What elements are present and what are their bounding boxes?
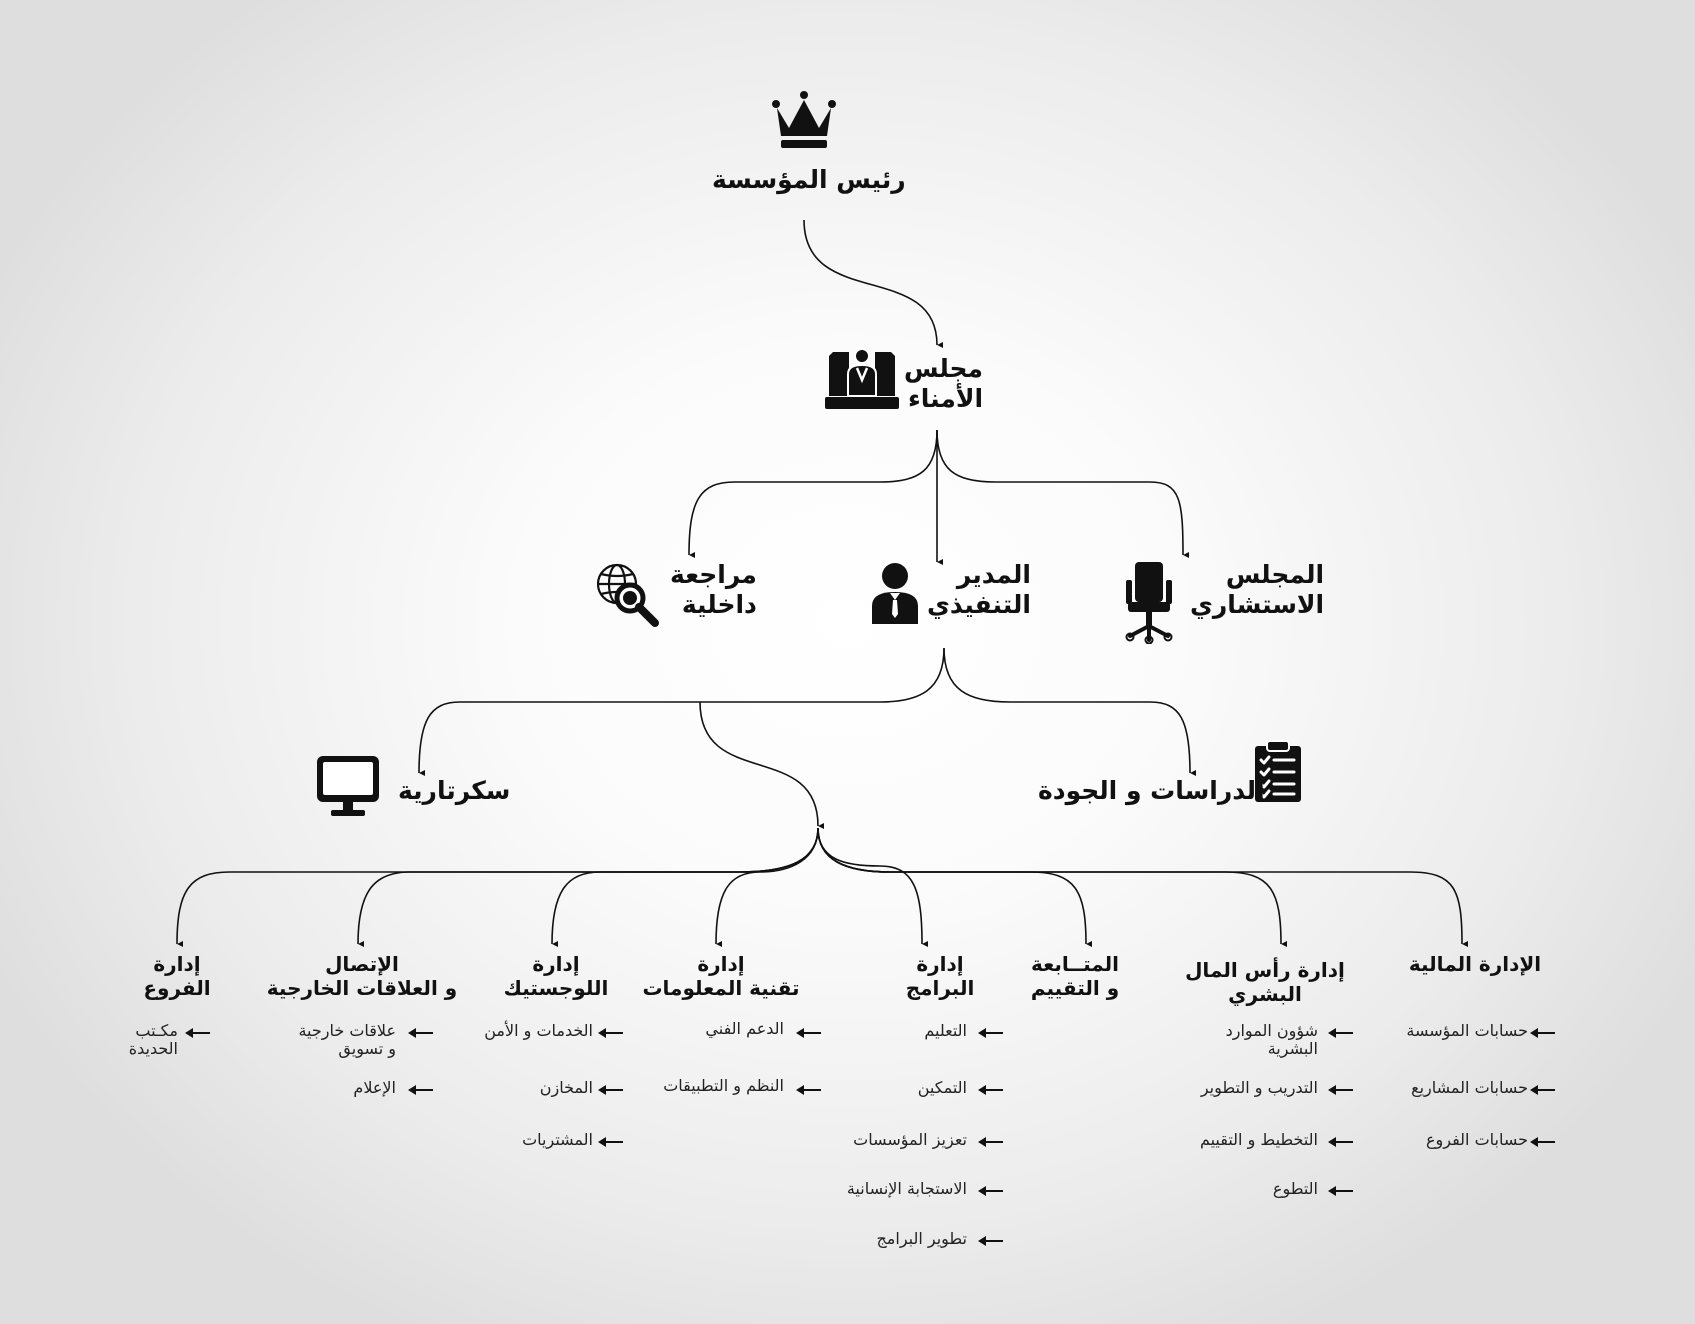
list-item: التمكين — [917, 1078, 967, 1097]
arrow-left-icon — [1530, 1085, 1555, 1095]
list-item: حسابات الفروع — [1425, 1130, 1528, 1149]
dept-finance: الإدارة المالية — [1408, 952, 1542, 976]
node-secretariat: سكرتارية — [398, 776, 511, 805]
list-item: المخازن — [539, 1078, 593, 1097]
clipboard-checklist-icon — [1255, 740, 1301, 802]
arrow-left-icon — [978, 1236, 1003, 1246]
arrow-left-icon — [978, 1137, 1003, 1147]
board-meeting-icon — [825, 348, 899, 409]
arrow-left-icon — [598, 1137, 623, 1147]
arrow-left-icon — [1328, 1186, 1353, 1196]
arrow-left-icon — [1328, 1137, 1353, 1147]
connector-dept-2 — [357, 827, 819, 948]
list-item: التطوع — [1272, 1179, 1318, 1198]
person-tie-icon — [872, 563, 918, 624]
connector-ceo-departments — [699, 701, 825, 829]
list-item: الاستجابة الإنسانية — [846, 1179, 967, 1198]
arrow-left-icon — [978, 1028, 1003, 1038]
connector-dept-1 — [176, 827, 819, 948]
connector-dept-7 — [817, 827, 1288, 947]
arrow-left-icon — [978, 1085, 1003, 1095]
arrow-left-icon — [796, 1028, 821, 1038]
list-item: التدريب و التطوير — [1200, 1078, 1318, 1097]
list-item: المشتريات — [522, 1130, 593, 1149]
connector-president-board — [803, 219, 944, 348]
connector-dept-8 — [817, 827, 1469, 947]
list-item: التعليم — [924, 1021, 967, 1040]
list-item: الإعلام — [353, 1078, 396, 1097]
arrow-left-icon — [598, 1028, 623, 1038]
list-item: تعزيز المؤسسات — [853, 1130, 967, 1149]
connector-dept-4 — [715, 827, 819, 948]
monitor-icon — [317, 756, 379, 816]
list-item: الدعم الفني — [705, 1019, 784, 1038]
connector-dept-6 — [817, 827, 1093, 947]
connector-board-advisory — [936, 429, 1190, 558]
office-chair-icon — [1125, 562, 1173, 644]
connector-ceo-studies — [943, 647, 1197, 776]
arrow-left-icon — [1328, 1028, 1353, 1038]
arrow-left-icon — [978, 1186, 1003, 1196]
arrow-left-icon — [408, 1028, 433, 1038]
arrow-left-icon — [796, 1085, 821, 1095]
list-item: حسابات المؤسسة — [1406, 1021, 1528, 1040]
list-item: الخدمات و الأمن — [484, 1021, 593, 1040]
list-item: النظم و التطبيقات — [663, 1076, 784, 1095]
arrow-left-icon — [1328, 1085, 1353, 1095]
list-item: تطوير البرامج — [876, 1229, 967, 1248]
list-item: حسابات المشاريع — [1411, 1078, 1528, 1097]
connector-dept-5 — [817, 827, 929, 947]
crown-icon — [772, 91, 836, 148]
globe-magnifier-icon — [596, 563, 659, 627]
arrow-left-icon — [598, 1085, 623, 1095]
connector-ceo-secretariat — [418, 647, 945, 777]
arrow-left-icon — [1530, 1028, 1555, 1038]
connector-dept-3 — [551, 827, 819, 948]
arrow-left-icon — [185, 1028, 210, 1038]
connector-board-audit — [688, 429, 938, 559]
list-item: التخطيط و التقييم — [1199, 1130, 1318, 1149]
arrow-left-icon — [408, 1085, 433, 1095]
node-studies-quality: الدراسات و الجودة — [1038, 776, 1265, 805]
node-president: رئيس المؤسسة — [712, 165, 906, 194]
arrow-left-icon — [1530, 1137, 1555, 1147]
